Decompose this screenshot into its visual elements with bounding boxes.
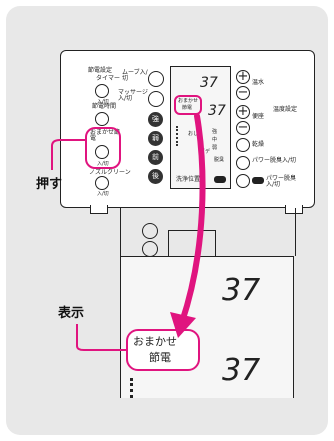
press-highlight bbox=[85, 127, 121, 169]
display-seat-temp: 37 bbox=[208, 103, 226, 119]
eco-time-label: 節電時間 bbox=[92, 103, 117, 110]
water-plus-icon[interactable]: + bbox=[236, 69, 250, 84]
display-wash-indicator bbox=[214, 176, 226, 183]
display-water-temp: 37 bbox=[200, 75, 218, 91]
nozzle-onoff-label: 入/切 bbox=[97, 191, 109, 197]
display-power-low: 弱 bbox=[212, 145, 218, 151]
display-indicator-highlight bbox=[174, 95, 202, 115]
display-power-mid: 中 bbox=[212, 137, 218, 143]
display-cleanse: おしり bbox=[188, 131, 204, 137]
power-deodor-2-label: パワー脱臭入/切 bbox=[266, 175, 297, 188]
seat-plus-icon[interactable]: + bbox=[236, 104, 250, 119]
nozzle-clean-label: ノズルクリーン bbox=[89, 169, 131, 176]
seat-label: 便座 bbox=[252, 113, 265, 120]
timer-label: タイマー bbox=[96, 75, 121, 82]
power-deodor-button[interactable] bbox=[236, 156, 250, 170]
seat-minus-icon[interactable]: − bbox=[236, 120, 250, 135]
omakase-onoff-label: 入/切 bbox=[97, 161, 109, 167]
eco-time-button[interactable] bbox=[95, 112, 109, 126]
move-label: ムーブ入/切 bbox=[122, 69, 148, 82]
massage-label: マッサージ入/切 bbox=[118, 89, 148, 102]
display-callout-label: 表示 bbox=[58, 306, 85, 321]
power-deodor-2-icon bbox=[252, 177, 264, 184]
omakase-eco-button[interactable] bbox=[95, 145, 109, 159]
display-indicator-line2: 節電 bbox=[182, 105, 193, 111]
back-button[interactable]: 後 bbox=[148, 169, 163, 184]
weak-button[interactable]: 弱 bbox=[148, 131, 163, 146]
zoom-indicator-line1: おまかせ bbox=[133, 335, 177, 348]
eco-setting-label: 節電設定 bbox=[88, 67, 113, 74]
display-indicator-line1: おまかせ bbox=[178, 98, 199, 104]
zoom-display bbox=[120, 256, 294, 398]
timer-button[interactable] bbox=[95, 84, 109, 98]
holder-hole-top bbox=[142, 223, 158, 239]
press-callout-label: 押す bbox=[36, 177, 63, 192]
timer-onoff-label: 入/切 bbox=[97, 99, 109, 105]
display-level-bars bbox=[176, 126, 188, 146]
front-button[interactable]: 前 bbox=[148, 150, 163, 165]
power-deodor-2-button[interactable] bbox=[236, 174, 250, 188]
display-wash-label: 洗浄位置 bbox=[176, 176, 201, 183]
water-minus-icon[interactable]: − bbox=[236, 85, 250, 100]
massage-button[interactable] bbox=[148, 91, 164, 107]
holder-notch bbox=[168, 230, 216, 257]
strong-button[interactable]: 強 bbox=[148, 112, 163, 127]
water-label: 温水 bbox=[252, 79, 265, 86]
nozzle-clean-button[interactable] bbox=[95, 176, 109, 190]
remote-tab-right bbox=[285, 205, 303, 214]
remote-tab-left bbox=[90, 205, 108, 214]
temp-setting-label: 温度設定 bbox=[273, 106, 298, 113]
dry-button[interactable] bbox=[236, 138, 250, 152]
zoom-level-bar bbox=[130, 378, 137, 398]
holder-hole-bottom bbox=[142, 241, 158, 257]
display-power-strong: 強 bbox=[212, 129, 218, 135]
move-button[interactable] bbox=[148, 71, 164, 87]
display-drying: 脱臭 bbox=[214, 157, 225, 163]
omakase-eco-label: おまかせ節電 bbox=[90, 129, 121, 142]
zoom-temp-bottom: 37 bbox=[222, 353, 261, 388]
zoom-temp-top: 37 bbox=[222, 273, 261, 308]
display-bidet: ビデ bbox=[200, 149, 211, 155]
holder-body bbox=[120, 208, 296, 256]
zoom-indicator-line2: 節電 bbox=[149, 351, 171, 364]
power-deodor-label: パワー脱臭入/切 bbox=[252, 157, 297, 164]
dry-label: 乾燥 bbox=[252, 141, 265, 148]
